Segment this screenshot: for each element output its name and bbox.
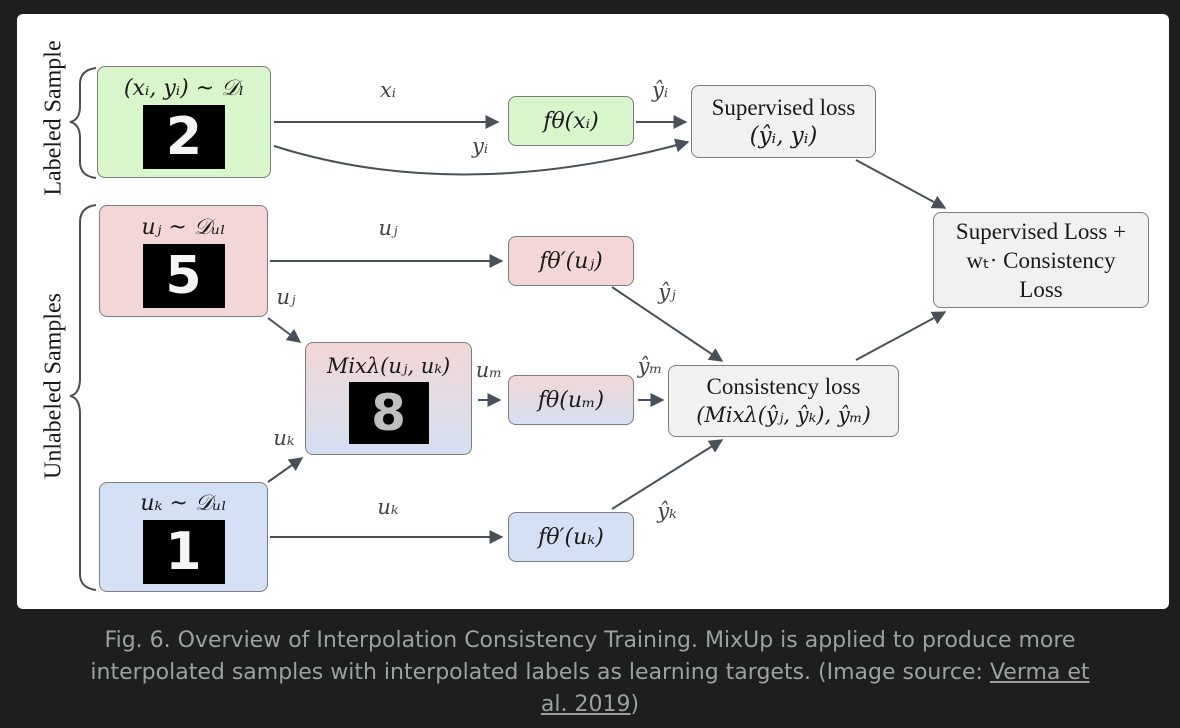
supervised-loss-line2: (ŷᵢ, yᵢ) xyxy=(749,122,818,149)
model-j-node: fθ′(uⱼ) xyxy=(508,236,634,286)
unlabeled-brace xyxy=(69,204,97,591)
caption-source-link[interactable]: Verma et al. 2019 xyxy=(540,660,1090,717)
edge-label-u-k-side: uₖ xyxy=(273,426,295,450)
labeled-sample-label: Labeled Sample xyxy=(40,40,67,196)
arrow-y-k xyxy=(611,439,724,510)
edge-label-y-j-hat: ŷⱼ xyxy=(658,280,676,304)
edge-label-y-i: yᵢ xyxy=(471,134,489,158)
supervised-loss-node: Supervised loss (ŷᵢ, yᵢ) xyxy=(691,85,876,158)
consistency-loss-node: Consistency loss (Mixλ(ŷⱼ, ŷₖ), ŷₘ) xyxy=(668,365,899,437)
digit-2-image: 2 xyxy=(143,104,225,169)
caption-end: ) xyxy=(630,692,640,717)
edge-label-x-i: xᵢ xyxy=(379,78,397,102)
digit-mixed-image: 8 xyxy=(348,381,429,444)
edge-label-u-k: uₖ xyxy=(377,495,399,519)
figure-caption: Fig. 6. Overview of Interpolation Consis… xyxy=(90,625,1090,721)
edge-label-y-m-hat: ŷₘ xyxy=(637,354,663,378)
arrow-y-j xyxy=(611,286,724,362)
unlabeled-k-node: uₖ ~ 𝒟ᵤₗ 1 xyxy=(99,482,268,592)
mix-title: Mixλ(uⱼ, uₖ) xyxy=(326,353,451,378)
digit-5-image: 5 xyxy=(142,243,225,308)
arrow-cons-to-total xyxy=(855,311,947,361)
unlabeled-samples-label: Unlabeled Samples xyxy=(40,293,67,479)
unlabeled-k-title: uₖ ~ 𝒟ᵤₗ xyxy=(140,490,227,516)
total-loss-line2: wₜ· Consistency xyxy=(966,247,1116,273)
edge-label-y-k-hat: ŷₖ xyxy=(657,499,677,523)
arrow-sup-to-total xyxy=(855,159,947,209)
model-k-node: fθ′(uₖ) xyxy=(508,512,634,562)
edge-label-u-j-side: uⱼ xyxy=(276,285,296,309)
arrow-uj-to-mix xyxy=(267,317,302,343)
edge-label-u-j: uⱼ xyxy=(378,216,398,240)
unlabeled-j-node: uⱼ ~ 𝒟ᵤₗ 5 xyxy=(99,205,268,317)
consistency-loss-line2: (Mixλ(ŷⱼ, ŷₖ), ŷₘ) xyxy=(696,403,871,427)
consistency-loss-line1: Consistency loss xyxy=(706,374,861,399)
edge-label-u-m: uₘ xyxy=(475,358,503,382)
arrow-y-i xyxy=(273,138,690,176)
total-loss-node: Supervised Loss + wₜ· Consistency Loss xyxy=(933,212,1149,308)
caption-text: Fig. 6. Overview of Interpolation Consis… xyxy=(90,628,1076,685)
unlabeled-j-title: uⱼ ~ 𝒟ᵤₗ xyxy=(141,214,226,240)
model-mix-node: fθ(uₘ) xyxy=(508,375,634,425)
supervised-loss-line1: Supervised loss xyxy=(711,94,856,120)
labeled-input-node: (xᵢ, yᵢ) ~ 𝒟ₗ 2 xyxy=(97,66,271,178)
arrow-uk-to-mix xyxy=(267,457,304,483)
digit-1-image: 1 xyxy=(142,519,225,584)
edge-label-y-i-hat: ŷᵢ xyxy=(651,78,669,102)
mix-node: Mixλ(uⱼ, uₖ) 8 xyxy=(305,342,472,455)
total-loss-line1: Supervised Loss + xyxy=(955,218,1127,244)
labeled-input-title: (xᵢ, yᵢ) ~ 𝒟ₗ xyxy=(123,75,245,101)
total-loss-line3: Loss xyxy=(1019,276,1063,302)
model-labeled-node: fθ(xᵢ) xyxy=(508,96,634,146)
labeled-brace xyxy=(69,67,97,179)
